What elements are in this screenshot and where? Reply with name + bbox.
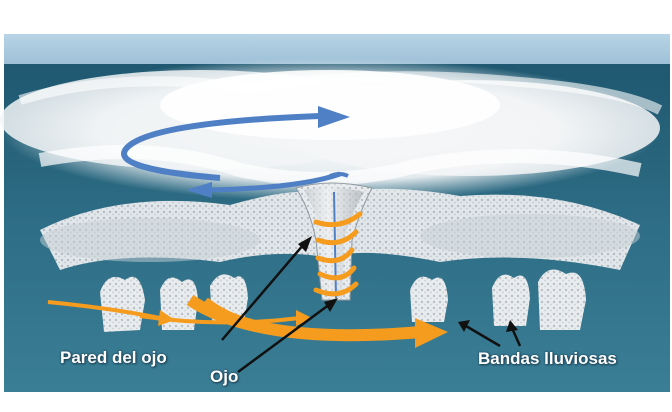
eyewall-pointer <box>221 243 305 341</box>
cloud-canopy <box>0 58 663 202</box>
rainband-towers <box>100 269 586 332</box>
rainbands-label: Bandas lluviosas <box>478 349 617 368</box>
eyewall-label: Pared del ojo <box>60 348 167 367</box>
rainband-pointer-2 <box>510 327 522 347</box>
outflow-arrows <box>121 106 350 198</box>
inflow-arrows <box>47 294 448 348</box>
rainband-pointer-1 <box>465 324 501 348</box>
eye-spiral <box>313 211 363 297</box>
inflow-arrow-mid <box>139 314 301 325</box>
pointer-lines <box>221 236 522 374</box>
eye-pointer <box>237 302 331 374</box>
eye-label: Ojo <box>210 367 239 386</box>
scene <box>0 34 670 392</box>
inflow-arrow-main <box>186 294 421 342</box>
outflow-arrow-upper <box>121 113 321 181</box>
